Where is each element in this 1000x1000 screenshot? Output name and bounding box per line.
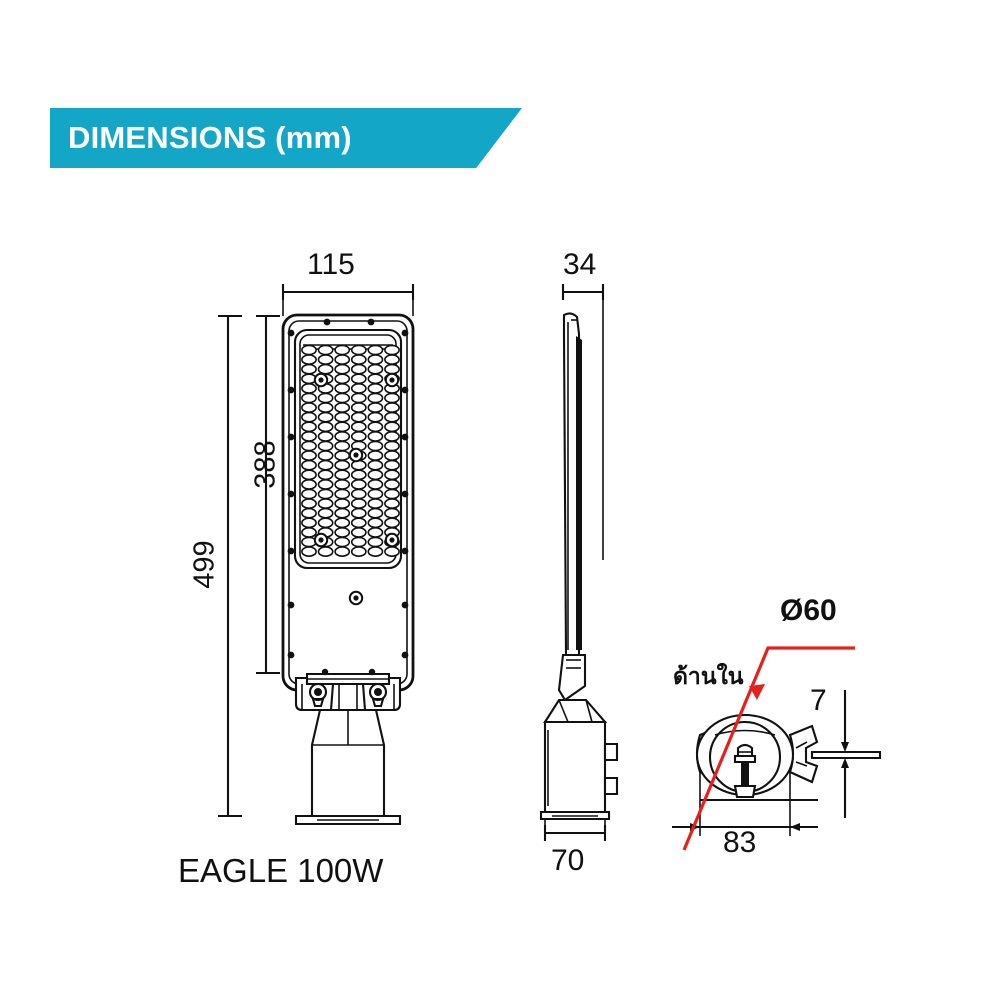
clamp-detail-view	[695, 713, 819, 802]
side-bolt-boss-upper	[603, 742, 619, 762]
dimension-label-34: 34	[563, 248, 597, 281]
side-bolt-boss-lower	[603, 776, 619, 796]
side-heatsink-band	[576, 336, 582, 650]
dimension-34-side-depth	[561, 284, 605, 560]
clamp-center-bolt	[733, 743, 757, 799]
section-header-banner: DIMENSIONS (mm)	[50, 108, 522, 168]
dimension-70-side-base-width	[543, 819, 607, 841]
pole-diameter-leader-line	[682, 646, 855, 851]
side-cone	[543, 698, 608, 724]
dimension-label-70: 70	[551, 844, 585, 877]
dimension-label-115: 115	[307, 248, 355, 281]
side-view	[539, 312, 619, 821]
flange-plate	[810, 750, 882, 760]
pole-tube	[294, 708, 402, 826]
label-inside-thai: ด้านใน	[673, 663, 744, 689]
dimension-label-7: 7	[810, 684, 827, 717]
dimension-7-flange-thickness	[810, 690, 882, 818]
banner-shape	[50, 108, 522, 168]
section-title: DIMENSIONS (mm)	[68, 120, 352, 155]
bracket-bolt-right	[368, 682, 388, 708]
housing-screws	[287, 318, 409, 659]
led-lens-grid	[301, 344, 400, 606]
mounting-bracket	[294, 668, 402, 712]
dimension-388-body-height	[256, 314, 280, 675]
dimension-label-388: 388	[249, 440, 282, 489]
dimension-499-total-height	[218, 314, 242, 818]
dimension-115-front-width	[281, 284, 415, 316]
dimension-label-83: 83	[723, 826, 757, 859]
front-view	[281, 313, 415, 826]
dimension-label-499: 499	[188, 540, 221, 589]
bracket-bolt-left	[308, 682, 328, 708]
product-caption: EAGLE 100W	[178, 852, 384, 889]
side-bracket	[557, 653, 587, 702]
dimension-label-diameter-60: Ø60	[780, 594, 837, 627]
side-pole-tube	[543, 720, 607, 814]
